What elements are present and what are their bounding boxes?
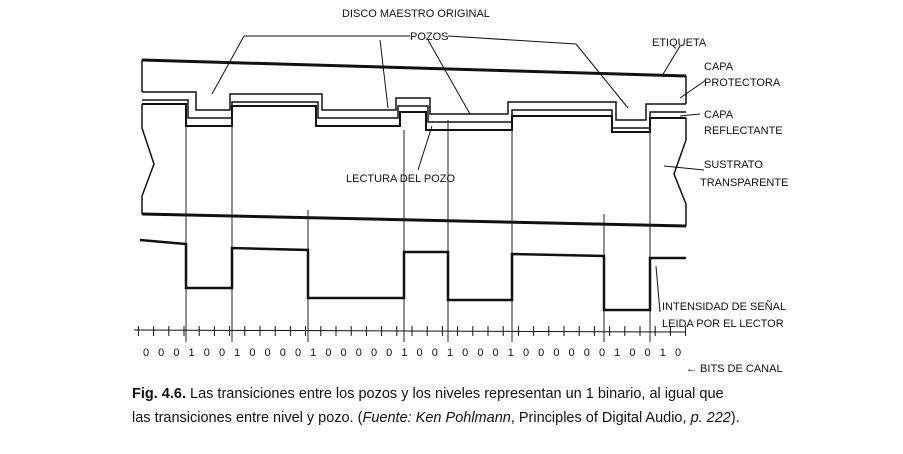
caption-text-1: Las transiciones entre los pozos y los n… bbox=[186, 386, 724, 402]
label-capa-reflectante-1: CAPA bbox=[704, 109, 734, 121]
label-lectura: LECTURA DEL POZO bbox=[346, 173, 455, 185]
caption-text-2a: las transiciones entre nivel y pozo. ( bbox=[132, 410, 363, 426]
signal-waveform bbox=[139, 238, 686, 312]
reflective-layer bbox=[142, 99, 686, 129]
label-sustrato-2: TRANSPARENTE bbox=[700, 177, 788, 189]
channel-bit: 0 bbox=[645, 347, 651, 359]
channel-bit: 0 bbox=[295, 347, 301, 359]
channel-bit: 1 bbox=[310, 347, 316, 359]
caption-page: p. 222 bbox=[690, 410, 731, 426]
channel-bit: 1 bbox=[614, 347, 620, 359]
channel-bit: 0 bbox=[371, 347, 377, 359]
protective-layer-top bbox=[142, 91, 686, 121]
channel-bit: 0 bbox=[462, 347, 468, 359]
caption-text-2b: , Principles of Digital Audio, bbox=[510, 410, 691, 426]
caption-line-1: Fig. 4.6. Las transiciones entre los poz… bbox=[132, 382, 822, 406]
label-bits-canal: ← BITS DE CANAL bbox=[686, 363, 783, 375]
transition-guides bbox=[185, 118, 651, 342]
label-intensidad-2: LEIDA POR EL LECTOR bbox=[662, 318, 784, 330]
caption-fig-number: Fig. 4.6. bbox=[132, 386, 186, 402]
channel-bit: 0 bbox=[584, 347, 590, 359]
channel-bit: 0 bbox=[356, 347, 362, 359]
label-layer bbox=[141, 58, 687, 78]
channel-bit: 0 bbox=[599, 347, 605, 359]
label-capa-protectora-2: PROTECTORA bbox=[704, 77, 781, 89]
channel-bit: 1 bbox=[508, 347, 514, 359]
caption-source: Fuente: Ken Pohlmann bbox=[362, 410, 511, 426]
channel-bit: 0 bbox=[523, 347, 529, 359]
bit-scale bbox=[133, 326, 687, 336]
right-break bbox=[673, 118, 687, 226]
channel-bit: 0 bbox=[280, 347, 286, 359]
label-pozos: POZOS bbox=[410, 31, 449, 43]
bit-scale-axis bbox=[133, 329, 687, 333]
channel-bit: 1 bbox=[447, 347, 453, 359]
figure-caption: Fig. 4.6. Las transiciones entre los poz… bbox=[132, 382, 822, 430]
leader-lines bbox=[211, 35, 707, 313]
caption-line-2: las transiciones entre nivel y pozo. (Fu… bbox=[132, 406, 822, 430]
disc-cross-section bbox=[141, 58, 687, 228]
channel-bit: 1 bbox=[189, 347, 195, 359]
channel-bit: 0 bbox=[569, 347, 575, 359]
channel-bit: 0 bbox=[204, 347, 210, 359]
label-intensidad-1: INTENSIDAD DE SEÑAL bbox=[662, 300, 786, 313]
channel-bit: 0 bbox=[493, 347, 499, 359]
caption-text-2c: ). bbox=[730, 410, 740, 426]
channel-bit: 0 bbox=[477, 347, 483, 359]
channel-bit: 0 bbox=[538, 347, 544, 359]
channel-bit: 0 bbox=[553, 347, 559, 359]
channel-bit: 0 bbox=[386, 347, 392, 359]
channel-bit: 0 bbox=[249, 347, 255, 359]
substrate-surface bbox=[142, 103, 686, 133]
channel-bit: 0 bbox=[629, 347, 635, 359]
left-break bbox=[141, 104, 155, 214]
label-sustrato-1: SUSTRATO bbox=[704, 159, 763, 171]
channel-bit: 0 bbox=[417, 347, 423, 359]
channel-bit: 0 bbox=[432, 347, 438, 359]
channel-bit: 1 bbox=[234, 347, 240, 359]
channel-bit: 1 bbox=[660, 347, 666, 359]
label-disco: DISCO MAESTRO ORIGINAL bbox=[342, 8, 490, 20]
label-capa-reflectante-2: REFLECTANTE bbox=[704, 125, 783, 137]
label-capa-protectora-1: CAPA bbox=[704, 61, 734, 73]
channel-bit: 0 bbox=[341, 347, 347, 359]
channel-bit: 0 bbox=[325, 347, 331, 359]
channel-bit: 0 bbox=[143, 347, 149, 359]
substrate-bottom bbox=[141, 212, 687, 228]
label-etiqueta: ETIQUETA bbox=[652, 37, 707, 49]
channel-bit: 0 bbox=[173, 347, 179, 359]
channel-bit: 0 bbox=[158, 347, 164, 359]
channel-bit: 0 bbox=[265, 347, 271, 359]
channel-bit: 1 bbox=[401, 347, 407, 359]
channel-bit: 0 bbox=[219, 347, 225, 359]
channel-bit: 0 bbox=[675, 347, 681, 359]
